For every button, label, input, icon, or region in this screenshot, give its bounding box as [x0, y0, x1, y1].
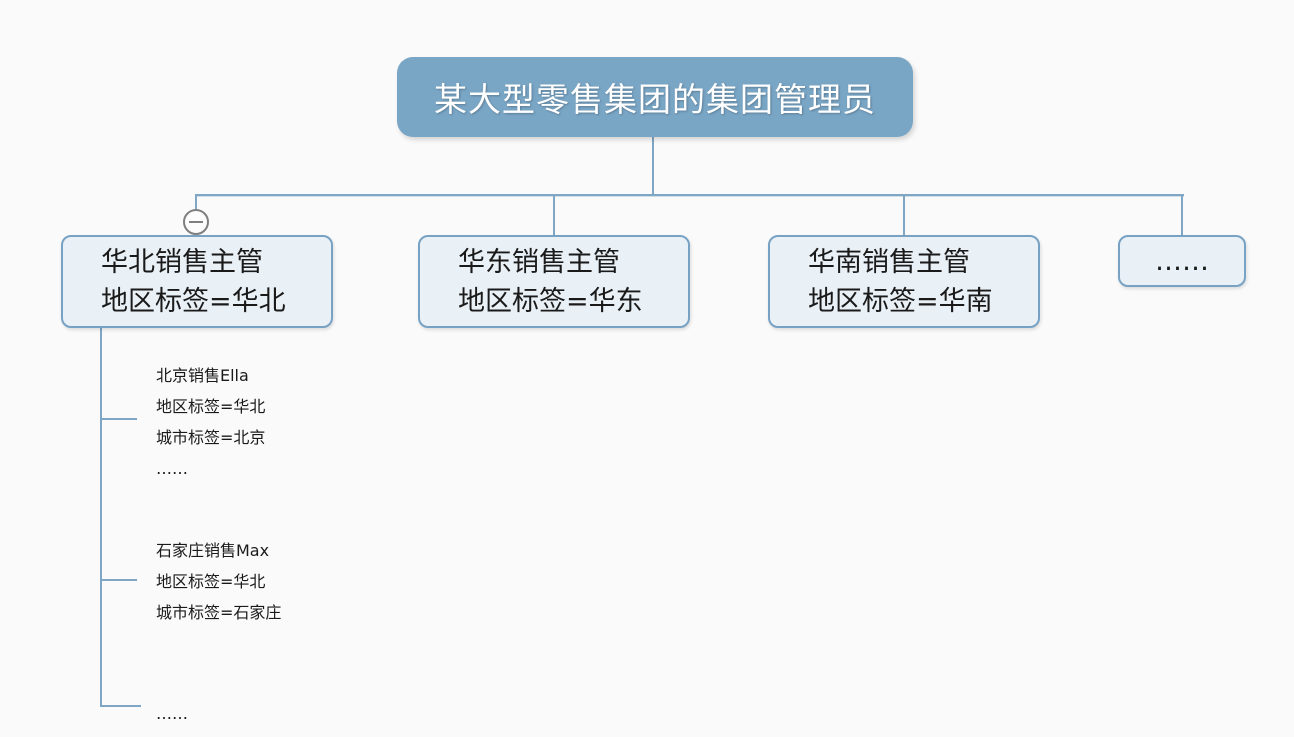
- connector-drop-east: [553, 194, 555, 235]
- sub-node-line: ……: [156, 459, 188, 478]
- connector-drop-more: [1181, 194, 1183, 235]
- sub-node-line: 北京销售Ella: [156, 366, 249, 385]
- minus-icon: [189, 221, 203, 223]
- sub-node-line: 石家庄销售Max: [156, 541, 270, 560]
- node-tag: 地区标签=华东: [458, 285, 643, 317]
- node-south-china-manager[interactable]: 华南销售主管 地区标签=华南: [768, 235, 1040, 328]
- sub-node-line: 地区标签=华北: [156, 397, 266, 416]
- ellipsis-label: ……: [156, 704, 188, 723]
- connector-drop-south: [903, 194, 905, 235]
- ellipsis-label: ……: [1155, 245, 1209, 277]
- connector-main-horizontal: [195, 194, 1184, 196]
- node-title: 华南销售主管: [808, 246, 970, 278]
- connector-drop-north: [195, 194, 197, 209]
- sub-node-line: 城市标签=北京: [156, 428, 266, 447]
- node-east-china-manager[interactable]: 华东销售主管 地区标签=华东: [418, 235, 690, 328]
- connector-stub-shijiazhuang: [100, 579, 137, 581]
- sub-node-line: 城市标签=石家庄: [156, 603, 282, 622]
- connector-root-trunk: [652, 137, 654, 196]
- connector-stub-more: [100, 705, 141, 707]
- node-title: 华东销售主管: [458, 246, 620, 278]
- connector-stub-beijing: [100, 418, 137, 420]
- collapse-toggle[interactable]: [183, 209, 209, 235]
- sub-node-line: 地区标签=华北: [156, 572, 266, 591]
- sub-node-more-sales[interactable]: ……: [156, 698, 188, 729]
- node-more-managers[interactable]: ……: [1118, 235, 1246, 287]
- connector-subtree-vertical: [100, 327, 102, 707]
- root-node-label: 某大型零售集团的集团管理员: [434, 80, 876, 119]
- node-north-china-manager[interactable]: 华北销售主管 地区标签=华北: [61, 235, 333, 328]
- node-title: 华北销售主管: [101, 246, 263, 278]
- node-tag: 地区标签=华南: [808, 285, 993, 317]
- sub-node-beijing-sales[interactable]: 北京销售Ella 地区标签=华北 城市标签=北京 ……: [156, 360, 265, 484]
- sub-node-shijiazhuang-sales[interactable]: 石家庄销售Max 地区标签=华北 城市标签=石家庄: [156, 535, 281, 628]
- node-tag: 地区标签=华北: [101, 285, 286, 317]
- root-node-group-admin[interactable]: 某大型零售集团的集团管理员: [397, 57, 913, 137]
